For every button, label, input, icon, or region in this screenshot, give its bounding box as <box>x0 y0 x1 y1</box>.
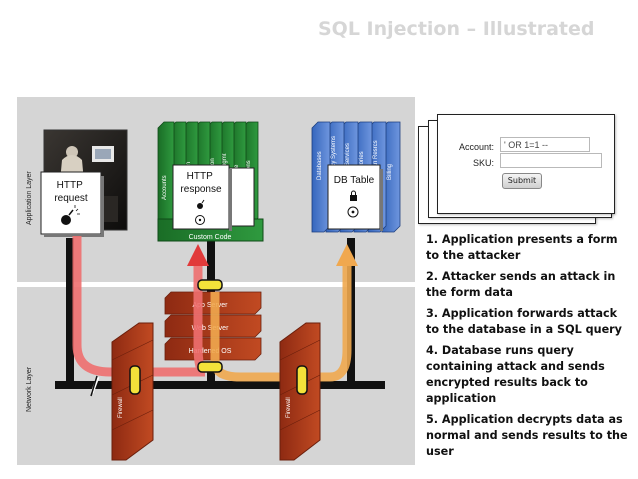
connector-app <box>207 238 215 292</box>
step-1: 1. Application presents a form to the at… <box>426 233 618 262</box>
app-module-label-0: Accounts <box>162 175 168 200</box>
db-module-label-2: Web Services <box>345 143 351 180</box>
bomb-icon <box>197 203 203 209</box>
steps-list: 1. Application presents a form to the at… <box>426 232 632 465</box>
form-card-front: Account: ' OR 1=1 -- SKU: Submit <box>437 114 615 214</box>
network-layer-label: Network Layer <box>26 366 33 412</box>
response-arrowhead <box>187 244 209 266</box>
custom-code-label: Custom Code <box>189 234 232 241</box>
step-2: 2. Attacker sends an attack in the form … <box>426 270 616 299</box>
port-left <box>129 365 141 395</box>
db-arrowhead <box>336 244 358 266</box>
bomb-icon <box>61 215 71 225</box>
submit-button[interactable]: Submit <box>502 173 542 189</box>
firewall-right-label: Firewall <box>286 397 292 418</box>
db-module-5: Billing <box>381 121 401 233</box>
app-module-0: Accounts <box>157 121 175 225</box>
db-table-label: DB Table <box>334 175 375 186</box>
db-table-card: DB Table <box>327 164 383 231</box>
step-3: 3. Application forwards attack to the da… <box>426 307 622 336</box>
port-app-bottom <box>197 361 223 373</box>
connector-attacker <box>66 238 74 384</box>
port-app-top <box>197 279 223 291</box>
firewall-left-label: Firewall <box>118 397 124 418</box>
sku-label: SKU: <box>472 158 494 168</box>
db-module-label-0: Databases <box>317 151 323 180</box>
lock-icon <box>350 195 357 201</box>
http-request-card: HTTP request <box>40 171 104 237</box>
radiation-icon <box>347 206 359 218</box>
db-module-label-1: Legacy Systems <box>331 136 337 180</box>
http-response-label: HTTP response <box>180 171 222 195</box>
db-module-0: Databases <box>311 121 331 233</box>
radiation-icon <box>195 215 205 225</box>
server-label-2: Hardened OS <box>189 348 232 355</box>
step-5: 5. Application decrypts data as normal a… <box>426 413 628 458</box>
port-right <box>296 365 308 395</box>
db-module-label-5: Billing <box>387 164 393 180</box>
request-arrow <box>72 236 207 377</box>
step-4: 4. Database runs query containing attack… <box>426 344 605 405</box>
server-label-1: Web Server <box>192 325 229 332</box>
account-label: Account: <box>458 142 494 152</box>
account-input[interactable]: ' OR 1=1 -- <box>500 137 590 152</box>
server-label-0: App Server <box>192 302 228 309</box>
db-module-label-4: Human Resrcs <box>373 140 379 180</box>
sku-input[interactable] <box>500 153 602 168</box>
http-request-label: HTTP request <box>54 180 88 204</box>
page-title: SQL Injection – Illustrated <box>318 18 595 40</box>
connector-server-base <box>207 368 215 386</box>
http-response-card: HTTP response <box>172 164 232 231</box>
application-layer-label: Application Layer <box>26 171 33 225</box>
bus-break-mark <box>90 375 98 397</box>
network-bus <box>55 381 385 389</box>
